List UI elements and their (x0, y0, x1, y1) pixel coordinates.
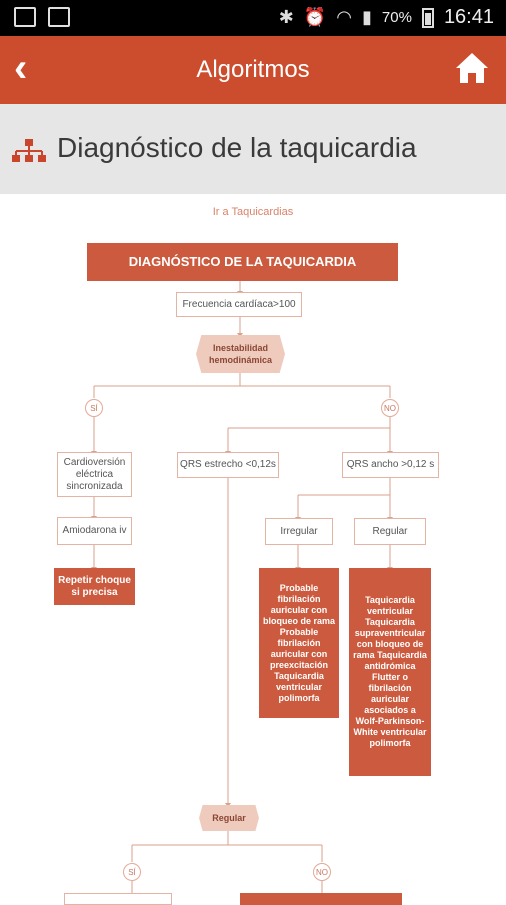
inestabilidad-box: Inestabilidad hemodinámica (196, 335, 285, 373)
battery-icon (421, 7, 434, 28)
amiodarona-box: Amiodarona iv (57, 517, 132, 545)
irregular-box: Irregular (265, 518, 333, 545)
regular-hex: Regular (199, 805, 259, 831)
wifi-icon: ◠ (336, 7, 352, 27)
si-circle-2: SÍ (123, 863, 141, 881)
app-bar: ‹ Algoritmos (0, 36, 506, 104)
section-title: Diagnóstico de la taquicardia (57, 132, 417, 163)
repetir-box: Repetir choque si precisa (54, 568, 135, 605)
flowchart-icon (12, 139, 46, 162)
alarm-icon: ⏰ (303, 7, 327, 27)
taquicardias-link[interactable]: Ir a Taquicardias (212, 206, 294, 218)
battery-percent: 70% (381, 9, 412, 26)
qrs-ancho-box: QRS ancho >0,12 s (342, 452, 439, 478)
probable-box: Probable fibrilación auricular con bloqu… (259, 568, 339, 718)
section-header: Diagnóstico de la taquicardia (0, 104, 506, 194)
signal-icon: ▮ (362, 7, 372, 27)
status-bar: ✱ ⏰ ◠ ▮ 70% 16:41 (0, 0, 506, 36)
notification-icon (14, 7, 36, 27)
qrs-estrecho-box: QRS estrecho <0,12s (177, 452, 279, 478)
taquicardia-box: Taquicardia ventricular Taquicardia supr… (349, 568, 431, 776)
home-icon[interactable] (454, 50, 490, 86)
gallery-icon (48, 7, 70, 27)
clock: 16:41 (443, 6, 494, 28)
regular-box: Regular (354, 518, 426, 545)
app-title: Algoritmos (196, 56, 310, 83)
si-circle: SÍ (85, 399, 103, 417)
bluetooth-icon: ✱ (278, 7, 294, 27)
bottom-right-box (240, 893, 402, 905)
back-icon[interactable]: ‹ (14, 46, 28, 90)
no-circle-2: NO (313, 863, 331, 881)
bottom-left-box (64, 893, 172, 905)
cardioversion-box: Cardioversión eléctrica sincronizada (57, 452, 132, 497)
no-circle: NO (381, 399, 399, 417)
frecuencia-box: Frecuencia cardíaca>100 (176, 292, 302, 317)
flow-title: DIAGNÓSTICO DE LA TAQUICARDIA (87, 243, 398, 281)
